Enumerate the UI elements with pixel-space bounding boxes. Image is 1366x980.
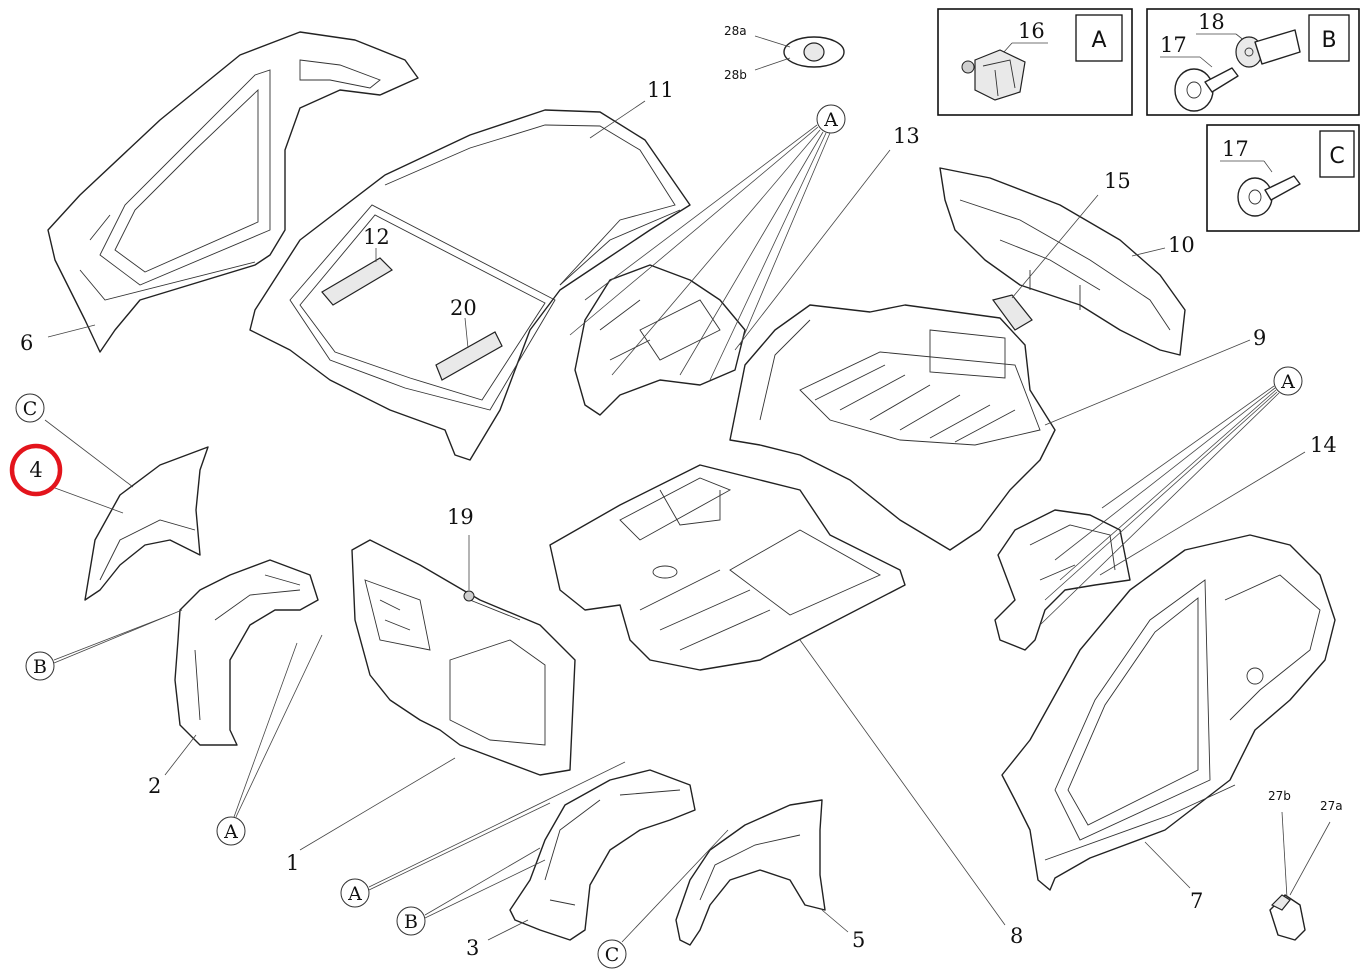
label-4: 4 [29, 458, 42, 482]
part-4-front-fender [44, 419, 209, 601]
svg-text:A: A [223, 821, 238, 843]
inset-a-part-label: 16 [1018, 19, 1045, 43]
part-19-fastener: 19 [447, 505, 475, 602]
part-2-wheel-arch: 2 [148, 559, 319, 798]
pin-17c-icon [1237, 175, 1301, 217]
clip-18-icon [1235, 29, 1301, 68]
inset-a: A 16 [937, 8, 1133, 116]
label-2: 2 [148, 774, 161, 798]
part-11-roof: 11 [249, 78, 691, 461]
part-9-rear-floor: 9 [729, 304, 1266, 551]
label-7: 7 [1190, 889, 1203, 913]
label-4-highlighted: 4 [9, 443, 63, 497]
callout-a-top: A [569, 104, 846, 381]
callout-a-bottom: A [340, 761, 626, 908]
label-9: 9 [1253, 326, 1266, 350]
part-5-front-fender: 5 [675, 799, 865, 952]
label-20: 20 [450, 296, 477, 320]
callout-b-left: B [25, 609, 183, 681]
part-12-strip: 12 [321, 225, 393, 306]
inset-c-letter: C [1329, 144, 1344, 169]
part-10-rear-panel: 10 [939, 167, 1195, 356]
svg-text:A: A [823, 109, 838, 131]
svg-text:B: B [404, 911, 418, 933]
part-7-side-frame: 7 [1001, 534, 1336, 913]
label-14: 14 [1310, 433, 1337, 457]
svg-text:A: A [1280, 371, 1295, 393]
inset-b-letter: B [1321, 28, 1336, 53]
part-27-fuel-cap: 27b 27a [1268, 789, 1343, 941]
clip-16-icon [961, 49, 1026, 101]
callout-b-bottom: B [396, 847, 546, 936]
label-28a: 28a [724, 24, 747, 38]
label-1: 1 [286, 851, 299, 875]
part-20-strip: 20 [435, 296, 503, 381]
label-6: 6 [20, 331, 33, 355]
part-14-inner-arch: 14 [994, 433, 1337, 651]
label-27b: 27b [1268, 789, 1291, 803]
label-5: 5 [852, 928, 865, 952]
label-3: 3 [466, 936, 479, 960]
label-15: 15 [1104, 169, 1131, 193]
inset-a-letter: A [1091, 28, 1106, 53]
label-10: 10 [1168, 233, 1195, 257]
callout-c-left: C [15, 393, 45, 423]
label-12: 12 [363, 225, 390, 249]
inset-c-part-label: 17 [1222, 137, 1249, 161]
label-11: 11 [647, 78, 674, 102]
part-15-grille: 15 [991, 169, 1131, 331]
svg-text:A: A [347, 883, 362, 905]
part-6-side-frame: 6 [20, 31, 419, 355]
label-28b: 28b [724, 68, 747, 82]
part-1-bulkhead: 1 [286, 539, 576, 875]
inset-b: B 18 17 [1146, 8, 1360, 116]
callout-a-left: A [216, 634, 323, 846]
pin-17-icon [1174, 67, 1239, 112]
label-19: 19 [447, 505, 474, 529]
callout-a-right: A [1039, 366, 1303, 626]
inset-b-part-top-label: 18 [1198, 10, 1225, 34]
inset-c: C 17 [1206, 124, 1360, 232]
label-27a: 27a [1320, 799, 1343, 813]
svg-text:C: C [605, 944, 620, 966]
label-13: 13 [893, 124, 920, 148]
part-28-plug: 28a 28b [724, 24, 845, 82]
svg-text:B: B [33, 656, 47, 678]
part-13-rear-inner-panel: 13 [574, 124, 920, 416]
callout-c-bottom: C [597, 829, 729, 969]
highlight-circle [9, 443, 63, 497]
svg-text:C: C [23, 398, 38, 420]
inset-b-part-left-label: 17 [1160, 33, 1187, 57]
label-8: 8 [1010, 924, 1023, 948]
part-8-floor-pan: 8 [549, 464, 1023, 948]
part-3-wheel-arch: 3 [466, 769, 696, 960]
